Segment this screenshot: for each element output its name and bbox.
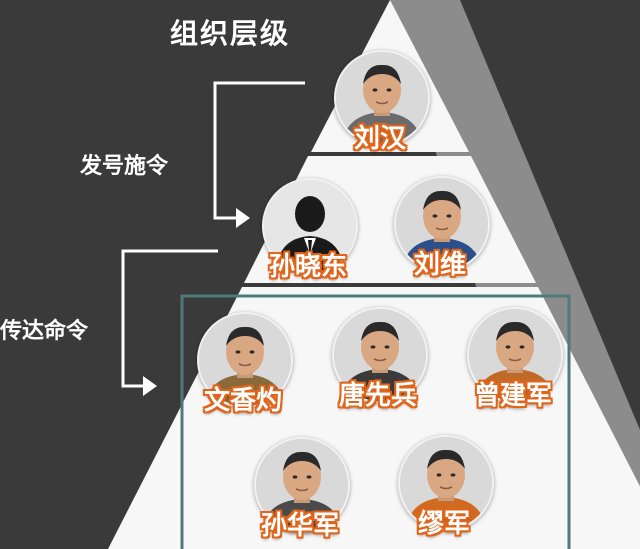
member-card: 缪军	[389, 435, 499, 549]
member-name: 刘维	[413, 250, 466, 280]
portrait-graphic	[469, 309, 561, 401]
label-relay-orders: 传达命令	[0, 319, 89, 344]
portrait-graphic	[256, 439, 348, 531]
portrait-photo	[197, 312, 293, 408]
arrow-head-issue-orders	[236, 208, 250, 228]
member-card: 文香灼	[188, 312, 298, 442]
member-name: 缪军	[417, 509, 470, 539]
arrow-head-relay-orders	[143, 376, 157, 396]
portrait-graphic	[336, 52, 428, 144]
portrait-graphic	[396, 178, 488, 270]
member-name: 孙晓东	[268, 252, 347, 282]
portrait-graphic	[400, 437, 492, 529]
member-name: 孙华军	[260, 511, 339, 541]
member-name: 曾建军	[473, 381, 552, 411]
member-card: 刘维	[385, 176, 495, 306]
portrait-graphic	[199, 314, 291, 406]
member-name: 唐先兵	[338, 381, 417, 411]
arrow-relay-orders	[121, 249, 218, 388]
diagram-title: 组织层级	[169, 17, 290, 50]
portrait-photo	[394, 176, 490, 272]
arrow-issue-orders	[213, 81, 305, 220]
member-card: 孙华军	[245, 437, 355, 549]
label-issue-orders: 发号施令	[80, 154, 169, 179]
portrait-photo	[398, 435, 494, 531]
portrait-photo	[254, 437, 350, 533]
portrait-photo	[334, 50, 430, 146]
portrait-photo	[467, 307, 563, 403]
portrait-graphic	[264, 180, 356, 272]
anonymous-silhouette-icon	[262, 178, 358, 274]
member-name: 文香灼	[203, 386, 282, 416]
portrait-photo	[332, 307, 428, 403]
member-card: 刘汉	[325, 50, 435, 180]
portrait-graphic	[334, 309, 426, 401]
member-name: 刘汉	[353, 124, 406, 154]
member-card: 曾建军	[458, 307, 568, 437]
member-card: 唐先兵	[323, 307, 433, 437]
member-card: 孙晓东	[253, 178, 363, 308]
group-box	[180, 294, 571, 549]
